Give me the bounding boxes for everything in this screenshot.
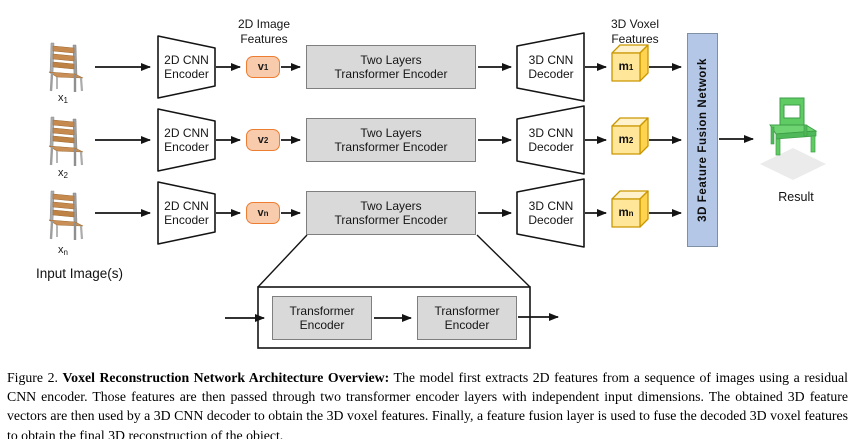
detail-transformer-encoder-2: Transformer Encoder xyxy=(417,296,517,340)
transformer-box-row1: Two Layers Transformer Encoder xyxy=(306,45,476,89)
decoder-3d-cnn-row1: 3D CNN Decoder xyxy=(528,52,574,82)
result-label: Result xyxy=(778,190,814,204)
voxel-label-text: m xyxy=(618,61,629,73)
encoder-trapezoids xyxy=(157,35,216,245)
fusion-network-box: 3D Feature Fusion Network xyxy=(687,33,718,247)
encoder-2d-cnn-row1: 2D CNN Encoder xyxy=(164,52,209,82)
zoom-line-left xyxy=(257,234,308,288)
flow-arrows xyxy=(95,63,754,322)
label-3d-voxel-features: 3D Voxel Features xyxy=(610,17,660,46)
input-images-label: Input Image(s) xyxy=(36,266,124,281)
input-label-sub: n xyxy=(63,248,68,257)
detail-transformer-encoder-1: Transformer Encoder xyxy=(272,296,372,340)
fusion-network-label: 3D Feature Fusion Network xyxy=(696,58,709,222)
decoder-3d-cnn-row3: 3D CNN Decoder xyxy=(528,198,574,228)
decoder-trapezoids xyxy=(516,32,585,248)
input-label-sub: 1 xyxy=(63,96,68,105)
voxel-label-sub: 1 xyxy=(628,62,634,72)
encoder-2d-cnn-row3: 2D CNN Encoder xyxy=(164,198,209,228)
transformer-box-row3: Two Layers Transformer Encoder xyxy=(306,191,476,235)
figure-caption-body: The model first extracts 2D features fro… xyxy=(7,369,848,439)
input-chair-1 xyxy=(47,41,85,94)
input-label-xn: xn xyxy=(48,244,78,257)
voxel-label-sub: n xyxy=(628,208,634,218)
voxel-cubes xyxy=(611,44,649,228)
result-chair-icon xyxy=(760,97,826,180)
feature-chip-text: v xyxy=(257,134,264,146)
transformer-box-row2: Two Layers Transformer Encoder xyxy=(306,118,476,162)
zoom-line-right xyxy=(476,234,531,288)
figure-caption-number: Figure 2. xyxy=(7,369,58,385)
figure-caption-title: Voxel Reconstruction Network Architectur… xyxy=(62,369,390,385)
feature-chip-text: v xyxy=(257,61,264,73)
input-chair-n xyxy=(47,189,85,242)
feature-chip-sub: 2 xyxy=(263,135,269,145)
voxel-label-text: m xyxy=(618,207,629,219)
input-chair-2 xyxy=(47,115,85,168)
encoder-2d-cnn-row2: 2D CNN Encoder xyxy=(164,125,209,155)
input-label-sub: 2 xyxy=(63,171,68,180)
label-2d-image-features: 2D Image Features xyxy=(237,17,291,46)
feature-chip-sub: 1 xyxy=(263,62,269,72)
voxel-label-text: m xyxy=(618,134,629,146)
input-label-text: x xyxy=(58,92,64,104)
input-label-text: x xyxy=(58,244,64,256)
input-label-x1: x1 xyxy=(48,92,78,105)
feature-chip-sub: n xyxy=(263,208,269,218)
feature-chip-text: v xyxy=(257,207,264,219)
input-label-x2: x2 xyxy=(48,167,78,180)
decoder-3d-cnn-row2: 3D CNN Decoder xyxy=(528,125,574,155)
figure-caption: Figure 2. Voxel Reconstruction Network A… xyxy=(7,368,848,439)
voxel-label-sub: 2 xyxy=(628,135,634,145)
input-label-text: x xyxy=(58,167,64,179)
